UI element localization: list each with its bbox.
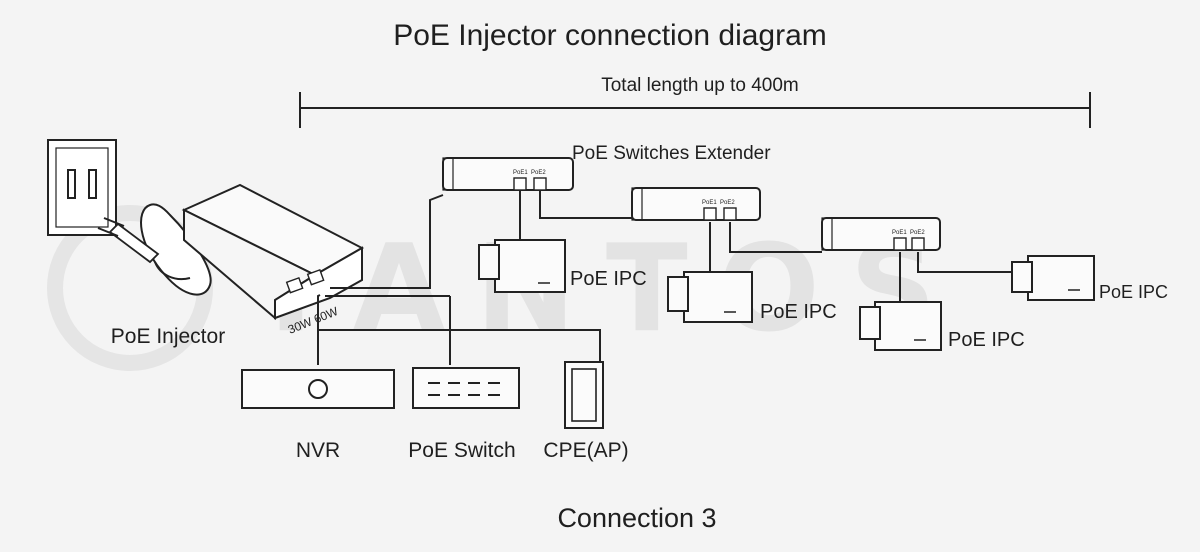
poe-switch-label: PoE Switch bbox=[408, 439, 515, 462]
length-dimension bbox=[299, 92, 1091, 128]
ipc-camera-4 bbox=[1011, 255, 1095, 301]
wiring bbox=[317, 190, 1015, 365]
extender-1-port2-label: PoE2 bbox=[531, 170, 546, 176]
extender-2: PoE1 PoE2 bbox=[631, 187, 761, 221]
diagram-title: PoE Injector connection diagram bbox=[393, 19, 827, 52]
extender-1: PoE1 PoE2 bbox=[442, 157, 574, 191]
cpe-ap-device bbox=[564, 361, 604, 429]
ipc-camera-3 bbox=[859, 301, 942, 351]
extender-3-port1-label: PoE1 bbox=[892, 230, 907, 236]
nvr-label: NVR bbox=[296, 439, 340, 462]
wall-outlet-icon bbox=[47, 139, 117, 236]
total-length-label: Total length up to 400m bbox=[601, 75, 799, 96]
ipc-camera-2 bbox=[667, 271, 753, 323]
ipc-label-3: PoE IPC bbox=[948, 329, 1025, 351]
ipc-camera-1 bbox=[478, 239, 566, 293]
power-plug-icon bbox=[97, 203, 212, 296]
extender-3: PoE1 PoE2 bbox=[821, 217, 941, 251]
extender-3-port2-label: PoE2 bbox=[910, 230, 925, 236]
injector-label: PoE Injector bbox=[111, 325, 225, 348]
extender-1-port1-label: PoE1 bbox=[513, 170, 528, 176]
cpe-label: CPE(AP) bbox=[543, 439, 628, 462]
ipc-label-2: PoE IPC bbox=[760, 301, 837, 323]
ipc-label-4: PoE IPC bbox=[1099, 282, 1168, 302]
poe-injector-device bbox=[181, 183, 365, 321]
connection-caption: Connection 3 bbox=[557, 503, 716, 533]
nvr-device bbox=[241, 369, 395, 409]
poe-switch-device bbox=[412, 367, 520, 409]
extender-2-port2-label: PoE2 bbox=[720, 200, 735, 206]
extender-label: PoE Switches Extender bbox=[572, 143, 771, 164]
ipc-label-1: PoE IPC bbox=[570, 268, 647, 290]
extender-2-port1-label: PoE1 bbox=[702, 200, 717, 206]
